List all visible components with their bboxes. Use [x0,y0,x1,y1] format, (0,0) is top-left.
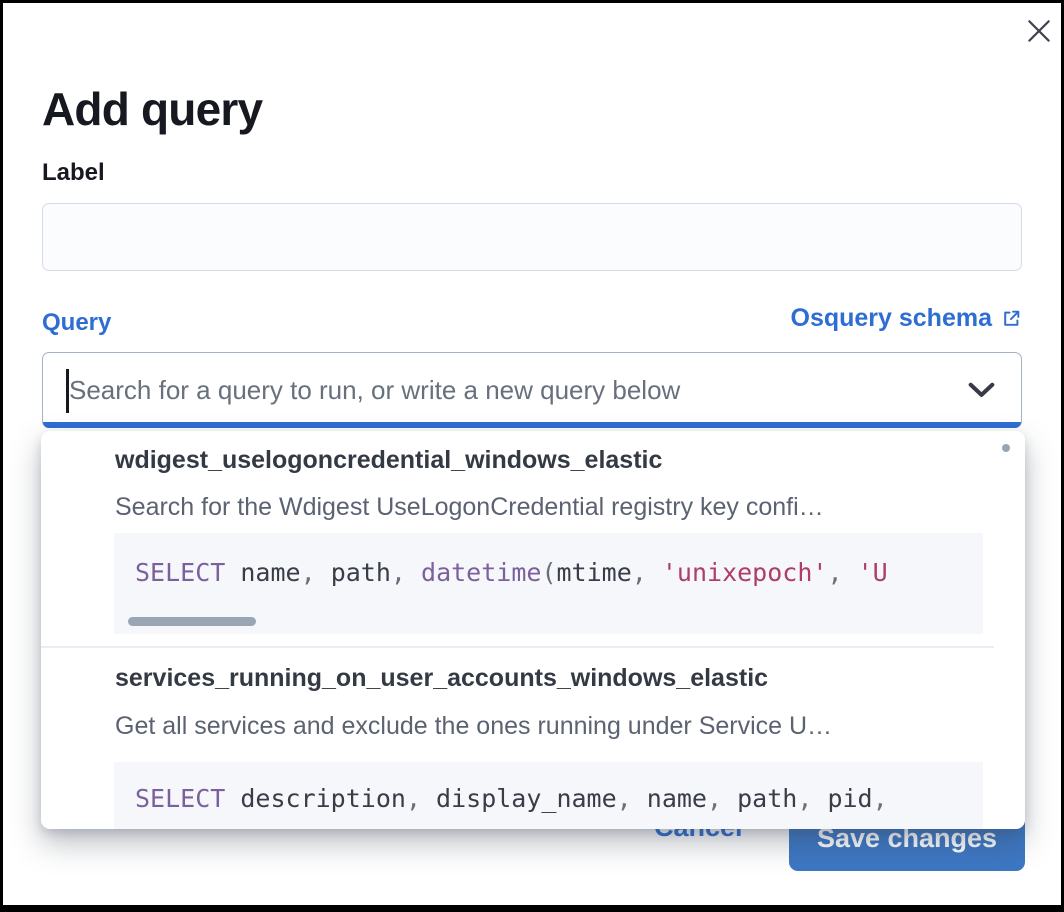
vertical-scrollbar-thumb[interactable] [1002,444,1010,452]
query-field-label: Query [42,309,112,336]
text-cursor [66,369,69,413]
query-option-description: Get all services and exclude the ones ru… [115,712,833,740]
combobox-focus-bar [43,422,1021,428]
query-option-title: wdigest_uselogoncredential_windows_elast… [115,446,663,474]
osquery-schema-link[interactable]: Osquery schema [791,304,1023,333]
page-title: Add query [42,82,263,135]
sql-code: SELECT description, display_name, name, … [135,784,888,813]
option-divider [41,646,994,648]
query-option-description: Search for the Wdigest UseLogonCredentia… [115,493,824,521]
close-icon [1025,17,1053,45]
query-suggestions-dropdown: wdigest_uselogoncredential_windows_elast… [41,431,1025,829]
query-option-sql-block: SELECT description, display_name, name, … [114,762,983,829]
query-option-sql-block: SELECT name, path, datetime(mtime, 'unix… [114,533,983,634]
query-combobox [42,352,1022,428]
sql-code: SELECT name, path, datetime(mtime, 'unix… [135,558,888,587]
horizontal-scrollbar-thumb[interactable] [128,617,256,626]
query-search-input[interactable] [43,353,1021,427]
label-field-label: Label [42,159,105,186]
close-button[interactable] [1019,11,1059,51]
chevron-down-icon[interactable] [968,382,995,398]
external-link-icon [1001,308,1022,329]
label-input[interactable] [42,203,1022,271]
query-option-title: services_running_on_user_accounts_window… [115,664,769,692]
osquery-schema-link-text: Osquery schema [790,304,993,332]
